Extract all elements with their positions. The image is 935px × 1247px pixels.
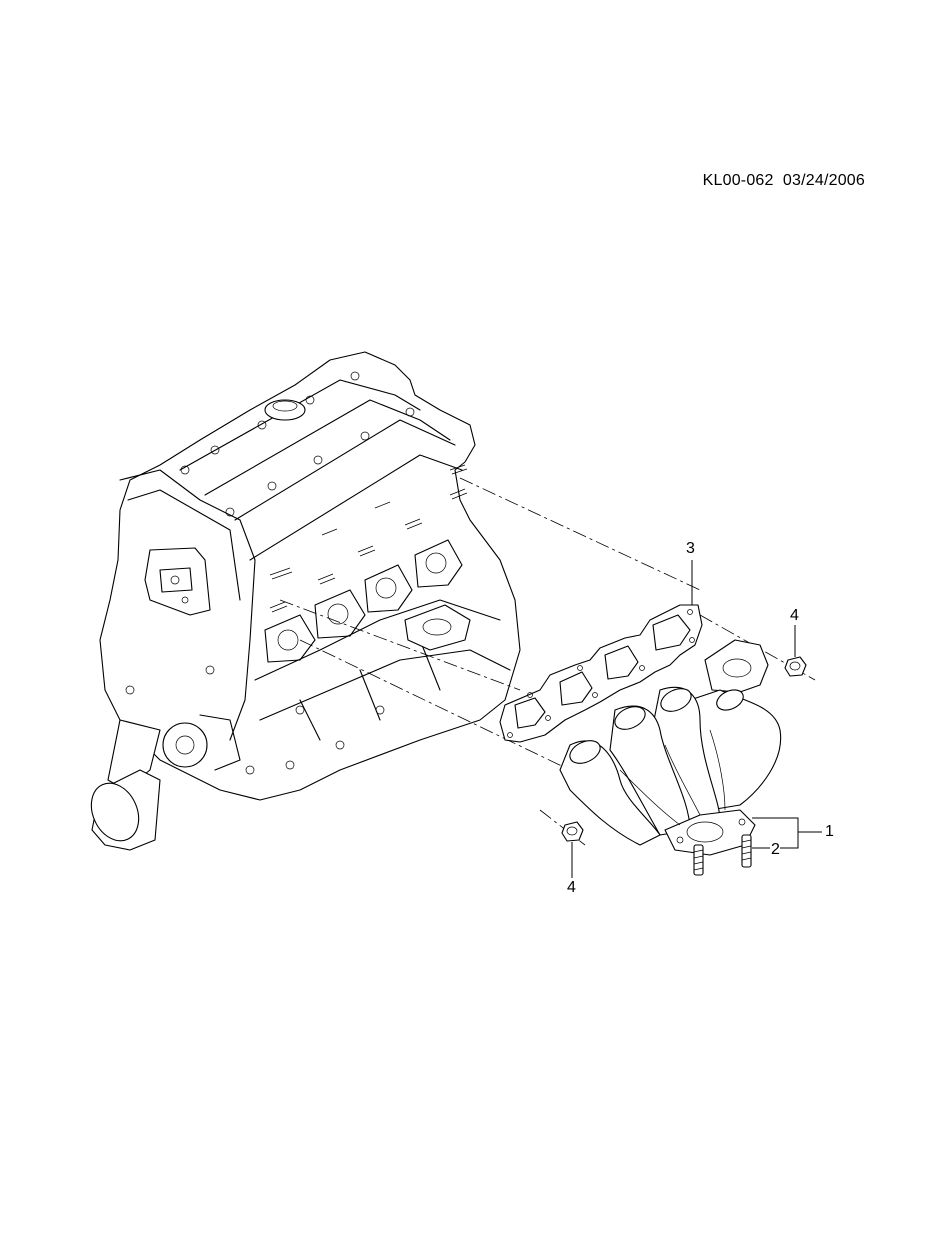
exhaust-manifold-gasket (499, 604, 703, 743)
callout-4-bottom: 4 (567, 879, 576, 896)
manifold-nuts (561, 656, 807, 842)
callout-1: 1 (825, 823, 834, 840)
engine-block-illustration (90, 351, 521, 851)
callout-2: 2 (771, 841, 780, 858)
exhaust-manifold (559, 639, 782, 856)
callout-3: 3 (686, 540, 695, 557)
diagram-header: KL00-062 03/24/2006 (703, 172, 865, 190)
callout-4-top: 4 (790, 607, 799, 624)
manifold-studs (693, 834, 752, 876)
diagram-code: KL00-062 (702, 172, 774, 189)
diagram-date: 03/24/2006 (782, 172, 865, 189)
leader-lines (571, 560, 822, 878)
